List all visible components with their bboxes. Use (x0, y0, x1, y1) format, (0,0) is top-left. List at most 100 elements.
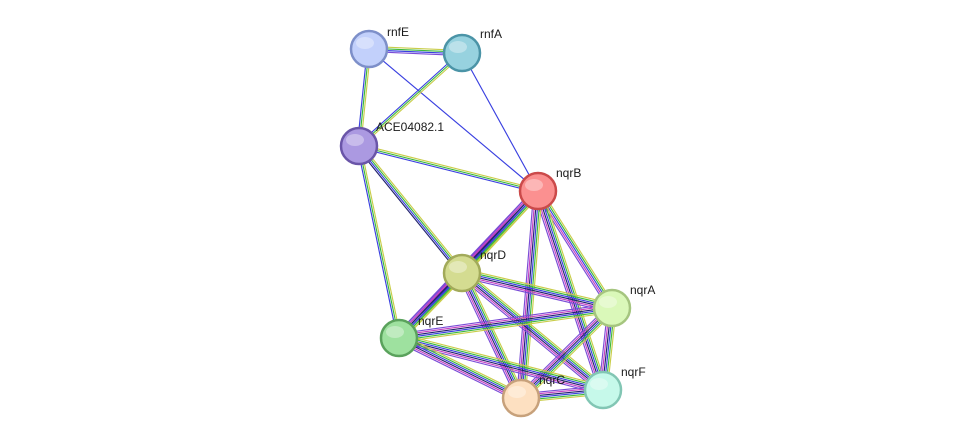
edge-strand-green (399, 335, 523, 397)
node-rnfa[interactable]: rnfA (442, 27, 502, 73)
edge-strand-blue (521, 190, 540, 399)
edge-strand-magenta (517, 190, 537, 399)
edge-strand-navy (356, 147, 461, 276)
edge-strand-green (358, 145, 400, 339)
edge-ace04082-1-nqrd[interactable] (356, 143, 465, 276)
edge-strand-yellow (358, 143, 539, 190)
edge-strand-blue (398, 336, 604, 390)
edge-nqrb-nqrc[interactable] (516, 190, 543, 399)
edge-strand-yellow (464, 269, 607, 388)
edge-rnfe-nqrb[interactable] (368, 48, 539, 192)
edge-strand-yellow (541, 189, 608, 390)
edge-strand-blue (538, 190, 605, 391)
edge-strand-blue (357, 51, 462, 146)
edge-strand-magenta (459, 274, 602, 393)
edge-strand-purple (396, 341, 520, 403)
edge-strand-yellow (523, 310, 616, 402)
edge-strand-yellow (400, 333, 524, 395)
edge-strand-blue (398, 336, 522, 398)
edge-strand-navy (398, 306, 613, 338)
edge-ace04082-1-nqrb[interactable] (358, 143, 539, 194)
edge-strand-blue (461, 271, 613, 308)
node-circle[interactable] (349, 29, 389, 69)
edge-strand-blue (358, 147, 539, 194)
edge-strand-yellow (360, 145, 402, 339)
node-label: ACE04082.1 (376, 120, 444, 134)
edge-strand-navy (461, 273, 613, 310)
edge-strand-yellow (399, 333, 605, 387)
node-label: rnfE (387, 25, 409, 39)
edge-rnfa-nqrb[interactable] (461, 52, 539, 192)
node-nqra[interactable]: nqrA (592, 283, 655, 328)
node-label: nqrE (418, 314, 443, 328)
edge-strand-purple (458, 275, 601, 394)
edge-ace04082-1-nqre[interactable] (356, 145, 402, 339)
edge-strand-blue (462, 272, 523, 399)
edge-nqrd-nqra[interactable] (460, 268, 614, 313)
edge-strand-blue (521, 308, 614, 400)
edge-strand-green (463, 270, 606, 389)
node-circle[interactable] (339, 126, 379, 166)
edge-strand-yellow (465, 270, 526, 397)
edge-strand-navy (519, 190, 538, 399)
edge-strand-green (463, 271, 524, 398)
edge-strand-yellow (359, 53, 464, 148)
edge-strand-magenta (518, 305, 611, 397)
edge-nqrd-nqrf[interactable] (458, 269, 607, 394)
edge-strand-navy (398, 338, 522, 400)
node-circle[interactable] (518, 171, 558, 211)
edge-strand-green (399, 334, 605, 389)
node-label: rnfA (480, 27, 502, 41)
edge-strand-navy (398, 338, 604, 392)
edge-strand-navy (460, 273, 604, 392)
edge-rnfa-ace04082-1[interactable] (357, 51, 464, 148)
edge-strand-magenta (459, 273, 520, 400)
edge-nqre-nqrc[interactable] (396, 333, 524, 403)
node-circle[interactable] (379, 318, 419, 358)
node-label: nqrB (556, 166, 581, 180)
edge-strand-navy (536, 190, 603, 391)
edge-strand-purple (517, 304, 610, 396)
edge-strand-green (538, 189, 615, 308)
edge-strand-magenta (397, 339, 521, 401)
edge-nqra-nqrc[interactable] (517, 304, 616, 402)
edge-nqrb-nqrf[interactable] (533, 189, 608, 392)
node-nqrf[interactable]: nqrF (583, 365, 646, 410)
node-circle[interactable] (592, 288, 632, 328)
node-ace04082-1[interactable]: ACE04082.1 (339, 120, 444, 166)
node-circle[interactable] (442, 253, 482, 293)
node-nqrb[interactable]: nqrB (518, 166, 581, 211)
node-circle[interactable] (501, 378, 541, 418)
edge-strand-green (522, 190, 542, 399)
edge-strand-blue (537, 190, 613, 309)
edge-strand-yellow (399, 311, 614, 343)
edge-strand-blue (357, 145, 462, 275)
edge-strand-blue (461, 52, 539, 192)
edge-strand-blue (368, 48, 539, 192)
node-circle[interactable] (442, 33, 482, 73)
edge-strand-purple (397, 303, 612, 335)
edge-strand-green (462, 269, 614, 307)
node-label: nqrF (621, 365, 646, 379)
edge-nqra-nqre[interactable] (397, 303, 614, 343)
edge-strand-purple (516, 190, 535, 399)
edge-strand-magenta (535, 191, 602, 392)
edge-strand-magenta (460, 274, 612, 312)
edge-strand-blue (356, 145, 398, 339)
edge-strand-purple (457, 274, 518, 401)
edge-strand-magenta (398, 304, 613, 337)
edge-strand-green (359, 144, 464, 274)
edge-strand-green (358, 145, 539, 192)
edge-strand-yellow (540, 188, 616, 307)
edge-strand-blue (461, 271, 605, 390)
edge-nqrd-nqrc[interactable] (457, 270, 526, 401)
node-rnfe[interactable]: rnfE (349, 25, 409, 69)
edge-strand-green (522, 309, 615, 401)
node-label: nqrA (630, 283, 655, 297)
edge-strand-blue (398, 308, 613, 340)
edge-strand-yellow (462, 268, 614, 305)
edge-strand-yellow (360, 143, 465, 272)
node-circle[interactable] (583, 370, 623, 410)
edge-strand-purple (460, 276, 612, 313)
